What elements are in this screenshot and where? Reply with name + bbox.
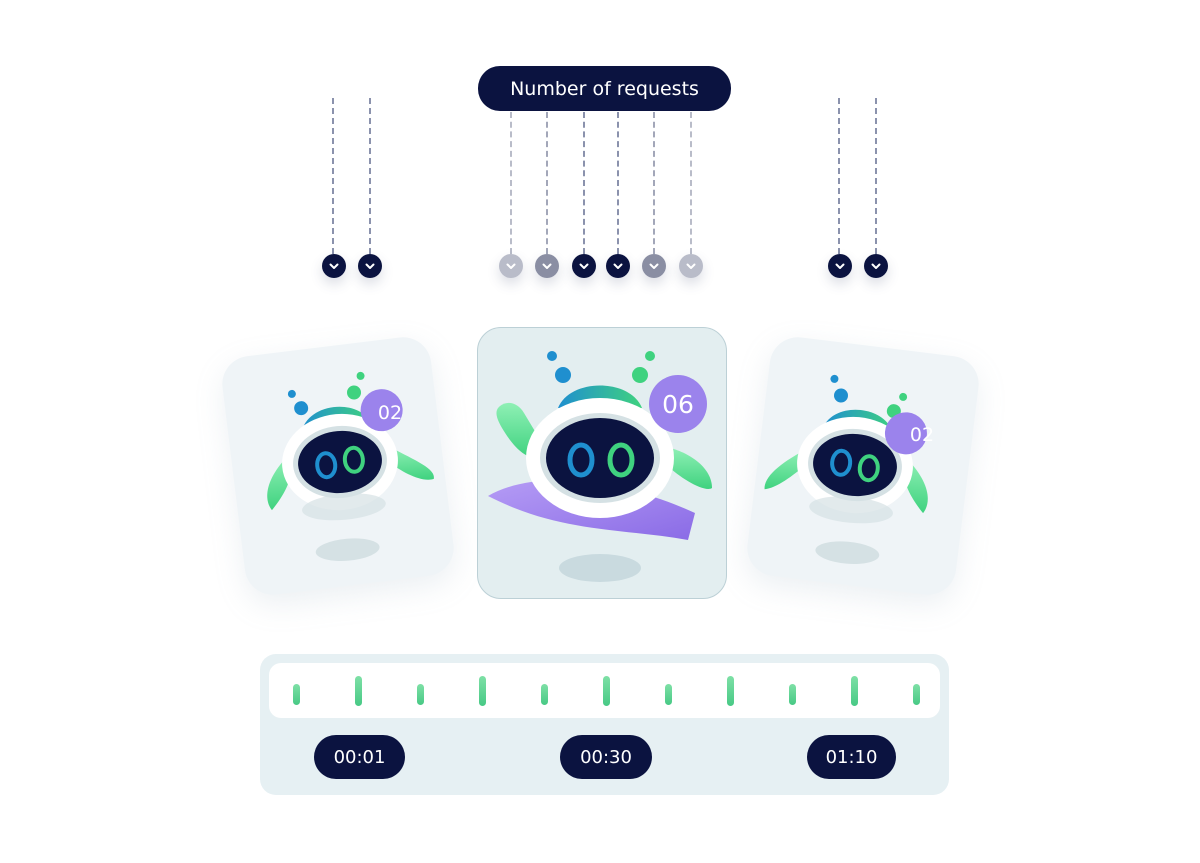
request-line bbox=[653, 112, 655, 254]
chevron-down-icon bbox=[572, 254, 596, 278]
request-line bbox=[510, 112, 512, 254]
chevron-down-icon bbox=[535, 254, 559, 278]
timeline-tick bbox=[727, 675, 734, 706]
timeline-tick bbox=[665, 684, 672, 705]
request-line bbox=[546, 112, 548, 254]
request-line bbox=[690, 112, 692, 254]
robot-left-count-badge: 02 bbox=[378, 402, 402, 424]
time-label-middle: 00:30 bbox=[560, 735, 652, 779]
timeline-tick bbox=[541, 684, 548, 705]
request-line bbox=[617, 112, 619, 254]
request-line bbox=[332, 98, 334, 254]
chevron-down-icon bbox=[358, 254, 382, 278]
timeline-tick bbox=[479, 675, 486, 706]
timeline-tick bbox=[355, 675, 362, 706]
chevron-down-icon bbox=[606, 254, 630, 278]
timeline-tick bbox=[913, 684, 920, 705]
timeline-strip bbox=[269, 663, 940, 718]
chevron-down-icon bbox=[828, 254, 852, 278]
chevron-down-icon bbox=[499, 254, 523, 278]
robot-right bbox=[764, 374, 928, 564]
number-of-requests-label: Number of requests bbox=[478, 66, 731, 111]
robot-left bbox=[267, 371, 434, 561]
robot-right-count-badge: 02 bbox=[910, 424, 934, 446]
timeline-tick bbox=[417, 684, 424, 705]
robot-center-count-badge: 06 bbox=[662, 390, 694, 419]
timeline-tick bbox=[851, 675, 858, 706]
chevron-down-icon bbox=[642, 254, 666, 278]
timeline-tick bbox=[789, 684, 796, 705]
time-label-end: 01:10 bbox=[807, 735, 896, 779]
chevron-down-icon bbox=[322, 254, 346, 278]
chevron-down-icon bbox=[864, 254, 888, 278]
request-line bbox=[583, 112, 585, 254]
time-label-start: 00:01 bbox=[314, 735, 405, 779]
robot-center bbox=[488, 351, 712, 582]
chevron-down-icon bbox=[679, 254, 703, 278]
request-line bbox=[875, 98, 877, 254]
request-line bbox=[838, 98, 840, 254]
timeline-tick bbox=[293, 684, 300, 705]
request-line bbox=[369, 98, 371, 254]
timeline-tick bbox=[603, 675, 610, 706]
